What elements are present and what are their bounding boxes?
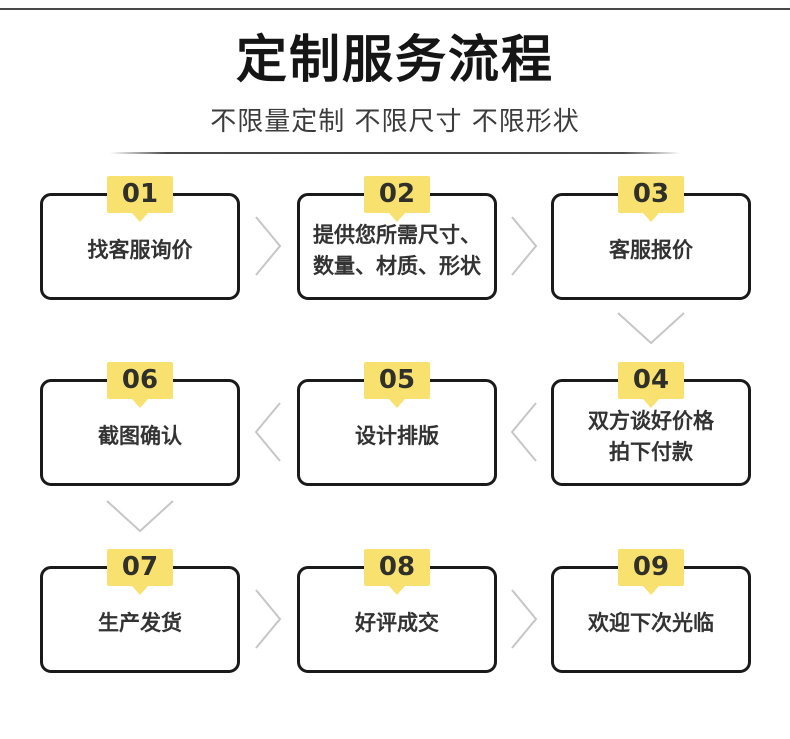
step-box-04: 04 双方谈好价格 拍下付款 — [551, 362, 751, 486]
step-number-badge: 06 — [107, 362, 173, 399]
step-box-06: 06 截图确认 — [40, 362, 240, 486]
step-number-badge: 09 — [618, 549, 684, 586]
step-number-badge: 01 — [107, 176, 173, 213]
step-number-badge: 07 — [107, 549, 173, 586]
step-number: 03 — [632, 179, 670, 209]
chevron-right-icon — [254, 588, 282, 650]
step-number: 04 — [632, 365, 670, 395]
chevron-right-icon — [510, 215, 538, 277]
step-label-line: 提供您所需尺寸、 — [313, 222, 481, 247]
page-subtitle: 不限量定制 不限尺寸 不限形状 — [210, 107, 580, 137]
chevron-down-icon — [105, 499, 175, 533]
step-label-line: 双方谈好价格 — [588, 408, 714, 433]
top-divider-rule — [0, 8, 790, 10]
step-number-badge: 05 — [364, 362, 430, 399]
chevron-down-icon — [616, 311, 686, 345]
header-divider-line — [110, 152, 680, 154]
step-box-09: 09 欢迎下次光临 — [551, 549, 751, 673]
step-number: 08 — [378, 552, 416, 582]
step-label: 截图确认 — [98, 424, 182, 448]
step-label: 设计排版 — [355, 424, 439, 448]
step-box-03: 03 客服报价 — [551, 176, 751, 300]
chevron-right-icon — [254, 215, 282, 277]
chevron-left-icon — [510, 401, 538, 463]
step-number-badge: 03 — [618, 176, 684, 213]
step-label-line: 拍下付款 — [609, 439, 693, 464]
step-label: 找客服询价 — [87, 238, 193, 262]
step-label: 好评成交 — [355, 611, 439, 635]
chevron-left-icon — [254, 401, 282, 463]
step-box-08: 08 好评成交 — [297, 549, 497, 673]
step-label: 欢迎下次光临 — [588, 611, 714, 635]
step-number: 07 — [121, 552, 159, 582]
step-number: 02 — [378, 179, 416, 209]
step-number: 01 — [121, 179, 159, 209]
step-number-badge: 08 — [364, 549, 430, 586]
chevron-right-icon — [510, 588, 538, 650]
step-label: 提供您所需尺寸、 数量、材质、形状 — [313, 212, 481, 282]
step-box-05: 05 设计排版 — [297, 362, 497, 486]
step-box-01: 01 找客服询价 — [40, 176, 240, 300]
page-title: 定制服务流程 — [235, 31, 554, 90]
step-box-02: 02 提供您所需尺寸、 数量、材质、形状 — [297, 176, 497, 300]
step-number: 06 — [121, 365, 159, 395]
step-label: 生产发货 — [98, 611, 182, 635]
step-label: 双方谈好价格 拍下付款 — [588, 398, 714, 468]
step-box-07: 07 生产发货 — [40, 549, 240, 673]
step-number-badge: 02 — [364, 176, 430, 213]
step-number-badge: 04 — [618, 362, 684, 399]
step-label: 客服报价 — [609, 238, 693, 262]
step-number: 09 — [632, 552, 670, 582]
step-label-line: 数量、材质、形状 — [313, 253, 481, 278]
step-number: 05 — [378, 365, 416, 395]
